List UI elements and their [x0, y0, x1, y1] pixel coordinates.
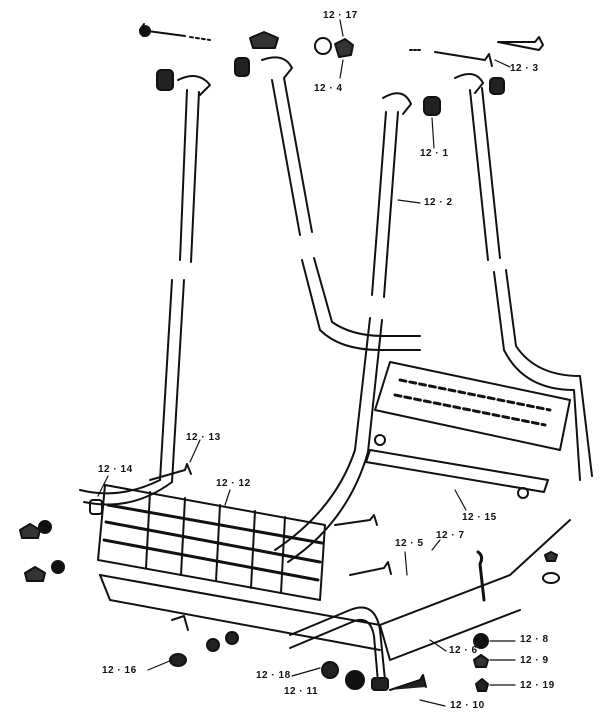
- frame-bolts: [334, 514, 486, 691]
- seat-floor: [99, 519, 571, 661]
- callout-12-14: 12 · 14: [98, 464, 133, 475]
- callout-12-5: 12 · 5: [395, 538, 424, 549]
- callout-12-10: 12 · 10: [450, 700, 485, 711]
- callout-12-1: 12 · 1: [420, 148, 449, 159]
- rear-left-frame-tube: [234, 56, 421, 351]
- top-hardware: [139, 23, 544, 67]
- callout-12-15: 12 · 15: [462, 512, 497, 523]
- callout-12-13: 12 · 13: [186, 432, 221, 443]
- front-right-frame-tube: [274, 92, 441, 563]
- bottom-runner-tube: [289, 606, 389, 691]
- front-grille-panel: [97, 484, 326, 601]
- callout-12-4: 12 · 4: [314, 83, 343, 94]
- callout-12-19: 12 · 19: [520, 680, 555, 691]
- callout-12-17: 12 · 17: [323, 10, 358, 21]
- callout-12-6: 12 · 6: [449, 645, 478, 656]
- callout-12-3: 12 · 3: [510, 63, 539, 74]
- callout-12-11: 12 · 11: [284, 686, 319, 697]
- callout-12-12: 12 · 12: [216, 478, 251, 489]
- callout-12-9: 12 · 9: [520, 655, 549, 666]
- callout-12-18: 12 · 18: [256, 670, 291, 681]
- leader-lines: [97, 19, 516, 707]
- cross-rail: [365, 434, 549, 499]
- left-frame-tube: [79, 69, 211, 506]
- callout-12-8: 12 · 8: [520, 634, 549, 645]
- bottom-hardware: [169, 551, 560, 692]
- callout-12-16: 12 · 16: [102, 665, 137, 676]
- seat-back-panel: [374, 361, 571, 451]
- callout-12-7: 12 · 7: [436, 530, 465, 541]
- callout-12-2: 12 · 2: [424, 197, 453, 208]
- left-side-hardware: [19, 463, 192, 582]
- rear-right-frame-tube: [454, 73, 593, 481]
